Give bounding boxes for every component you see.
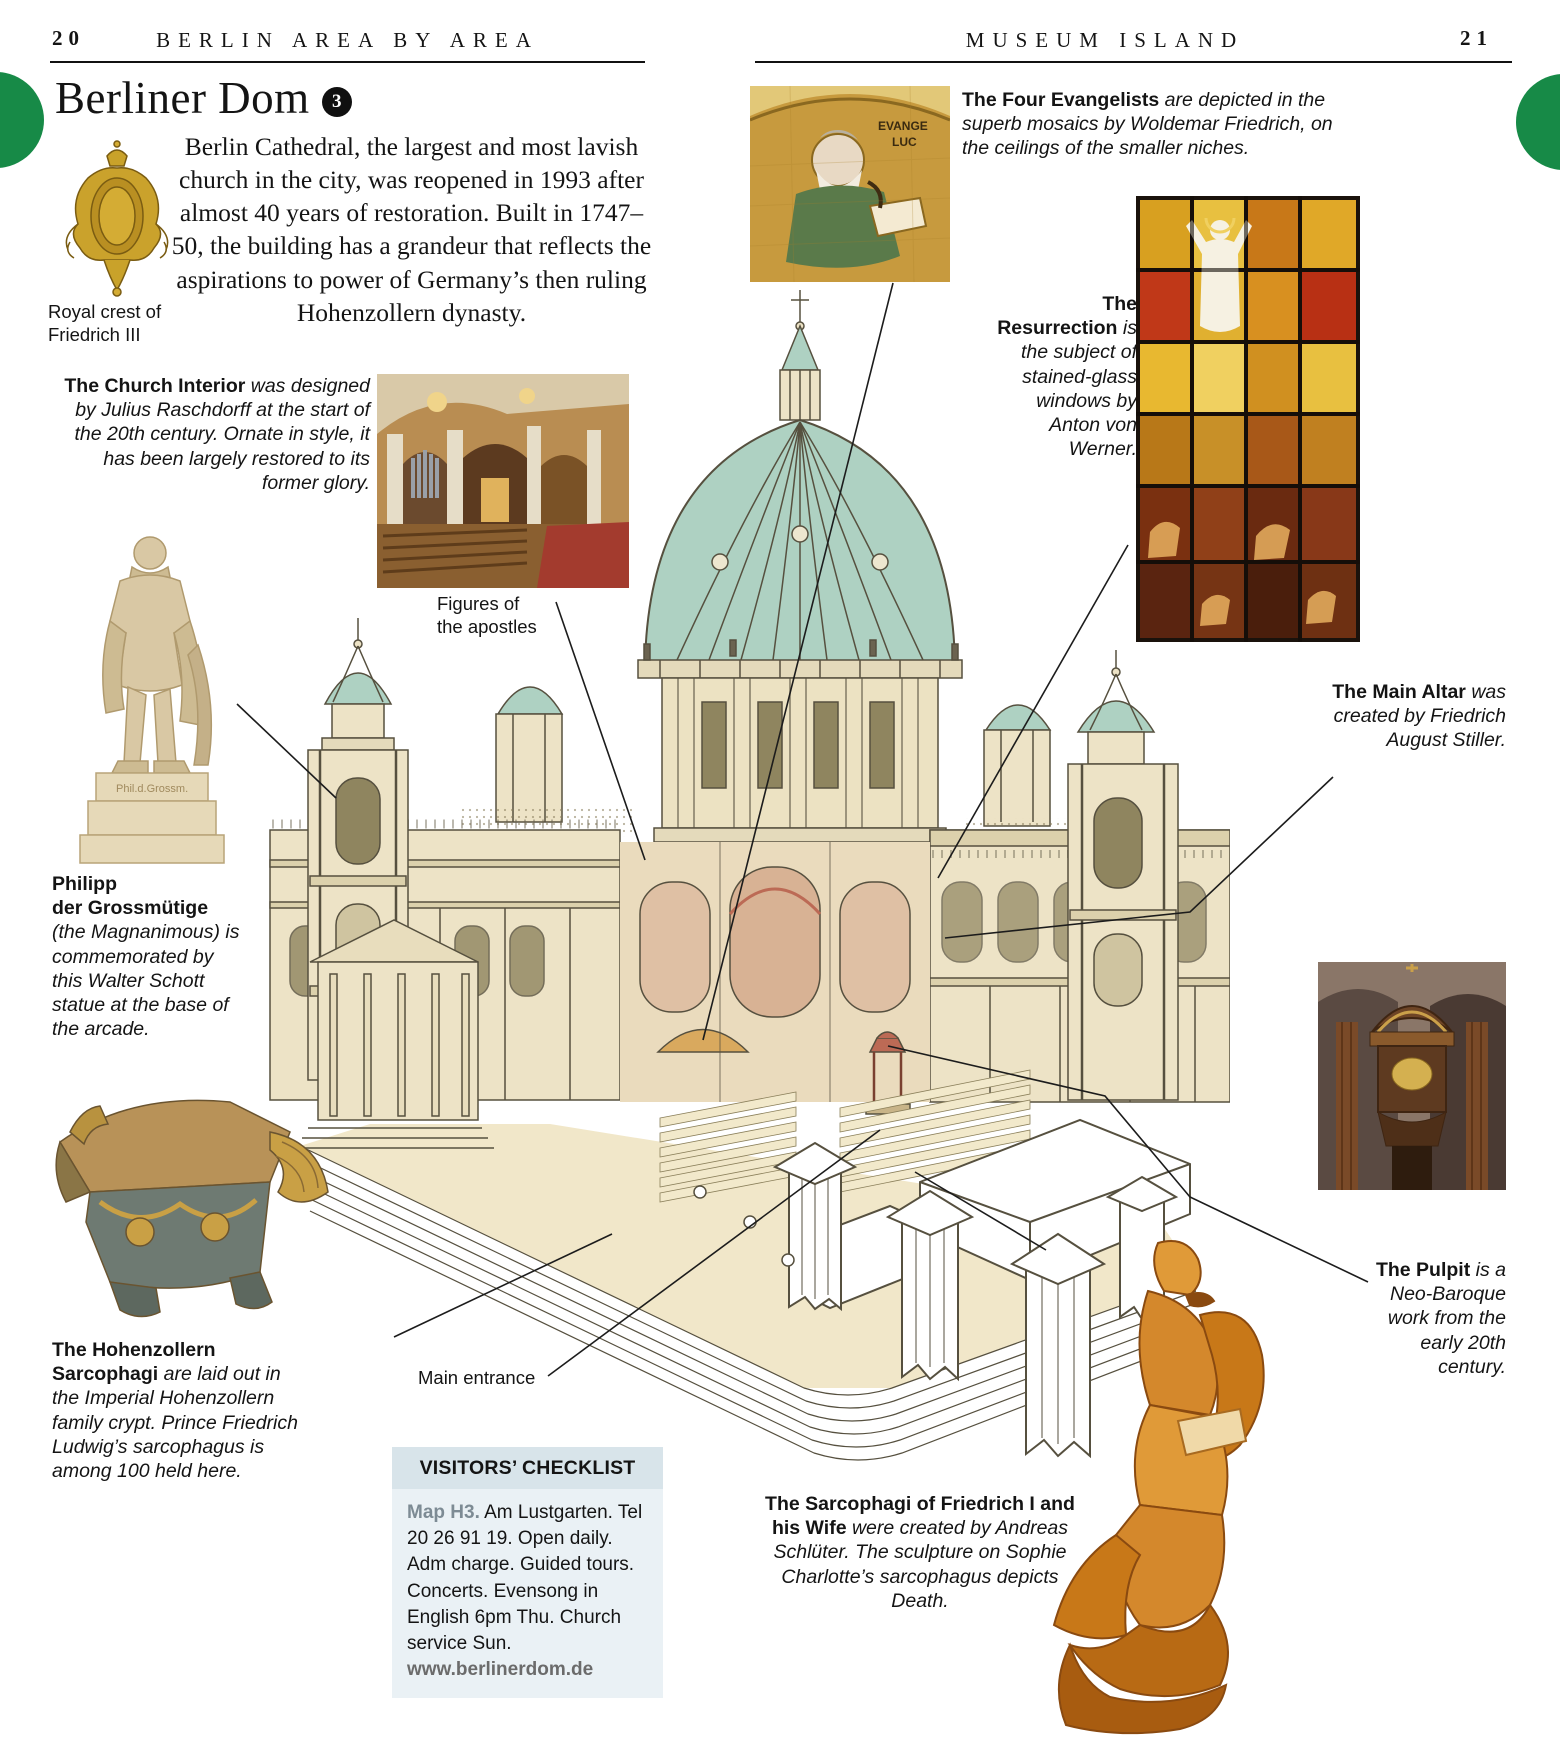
main-altar-lead: The Main Altar xyxy=(1332,681,1466,703)
philipp-lead-1: Philipp xyxy=(52,873,117,895)
page-title-text: Berliner Dom xyxy=(55,73,310,123)
crest-caption: Royal crest of Friedrich III xyxy=(48,301,162,346)
death-sculpture-image xyxy=(1030,1205,1280,1745)
church-interior-caption: The Church Interior was designed by Juli… xyxy=(52,374,370,495)
left-header-rule xyxy=(50,61,645,63)
four-evangelists-text: are depicted in the superb mosaics by Wo… xyxy=(962,89,1333,160)
resurrection-caption: The Resurrection is the subject of stain… xyxy=(985,292,1137,461)
resurrection-lead: The Resurrection xyxy=(997,293,1137,340)
pulpit-photo xyxy=(1318,962,1506,1190)
left-thumb-tab xyxy=(0,72,44,168)
grand-steps xyxy=(299,1145,1199,1461)
visitors-checklist: VISITORS’ CHECKLIST Map H3. Am Lustgarte… xyxy=(392,1447,663,1698)
dome-drum xyxy=(653,677,947,843)
right-running-head: MUSEUM ISLAND xyxy=(965,28,1245,52)
evangelists-mosaic-photo: EVANGE LUC xyxy=(750,86,950,282)
left-running-head: BERLIN AREA BY AREA xyxy=(156,28,539,52)
interior-cutaway xyxy=(620,842,930,1115)
hohenzollern-sarcophagus-image xyxy=(30,1072,335,1337)
main-altar-text: was created by Friedrich August Stiller. xyxy=(1333,681,1506,752)
church-interior-text: was designed by Julius Raschdorff at the… xyxy=(74,375,370,494)
pulpit-text: is a Neo-Baroque work from the early 20t… xyxy=(1387,1259,1506,1378)
mosaic-inscription-1: EVANGE xyxy=(878,119,928,133)
checklist-details: Am Lustgarten. Tel 20 26 91 19. Open dai… xyxy=(407,1502,643,1655)
sarcophagi-friedrich-lead: The Sarcophagi of Friedrich I and his Wi… xyxy=(765,1493,1075,1540)
back-tower-right xyxy=(983,704,1052,827)
figures-apostles-label: Figures of the apostles xyxy=(437,593,537,638)
main-dome xyxy=(637,290,963,679)
back-tower-left xyxy=(495,686,564,823)
philipp-text: (the Magnanimous) is commemorated by thi… xyxy=(52,921,240,1041)
sight-number-badge: 3 xyxy=(321,87,352,117)
philipp-caption: Philipp der Grossmütige (the Magnanimous… xyxy=(52,872,242,1041)
main-entrance-label: Main entrance xyxy=(418,1367,536,1388)
pulpit-lead: The Pulpit xyxy=(1375,1259,1471,1281)
four-evangelists-caption: The Four Evangelists are depicted in the… xyxy=(962,88,1354,161)
sarcophagi-friedrich-text: were created by Andreas Schlüter. The sc… xyxy=(773,1517,1069,1612)
left-page-number: 20 xyxy=(52,26,85,50)
entrance-portico xyxy=(296,919,494,1149)
philipp-lead-2: der Grossmütige xyxy=(52,897,209,920)
four-evangelists-lead: The Four Evangelists xyxy=(962,89,1160,111)
visitors-checklist-title: VISITORS’ CHECKLIST xyxy=(392,1447,663,1489)
right-page-number: 21 xyxy=(1460,26,1493,50)
hohenzollern-caption: The Hohenzollern Sarcophagi are laid out… xyxy=(52,1338,307,1483)
main-altar-caption: The Main Altar was created by Friedrich … xyxy=(1322,680,1506,753)
right-header-rule xyxy=(755,61,1512,63)
website-url: www.berlinerdom.de xyxy=(407,1659,594,1681)
right-tower xyxy=(1067,650,1179,1101)
visitors-checklist-body: Map H3. Am Lustgarten. Tel 20 26 91 19. … xyxy=(392,1489,663,1698)
mosaic-inscription-2: LUC xyxy=(892,135,917,149)
sarcophagi-friedrich-caption: The Sarcophagi of Friedrich I and his Wi… xyxy=(765,1492,1075,1613)
map-reference: Map H3. xyxy=(407,1502,480,1523)
pulpit-caption: The Pulpit is a Neo-Baroque work from th… xyxy=(1352,1258,1506,1379)
stained-glass-photo xyxy=(1136,196,1360,642)
right-thumb-tab xyxy=(1516,74,1560,170)
hohenzollern-text: are laid out in the Imperial Hohenzoller… xyxy=(52,1363,298,1482)
resurrection-text: is the subject of stained-glass windows … xyxy=(1021,317,1137,461)
church-interior-photo xyxy=(377,374,629,588)
statue-base-inscription: Phil.d.Grossm. xyxy=(116,783,188,795)
page-title: Berliner Dom 3 xyxy=(55,72,352,124)
intro-paragraph: Berlin Cathedral, the largest and most l… xyxy=(171,132,652,327)
church-interior-lead: The Church Interior xyxy=(64,375,246,397)
hohenzollern-lead: The Hohenzollern Sarcophagi xyxy=(52,1339,216,1386)
royal-crest-image xyxy=(58,138,176,300)
philipp-statue-image: Phil.d.Grossm. xyxy=(58,525,238,870)
